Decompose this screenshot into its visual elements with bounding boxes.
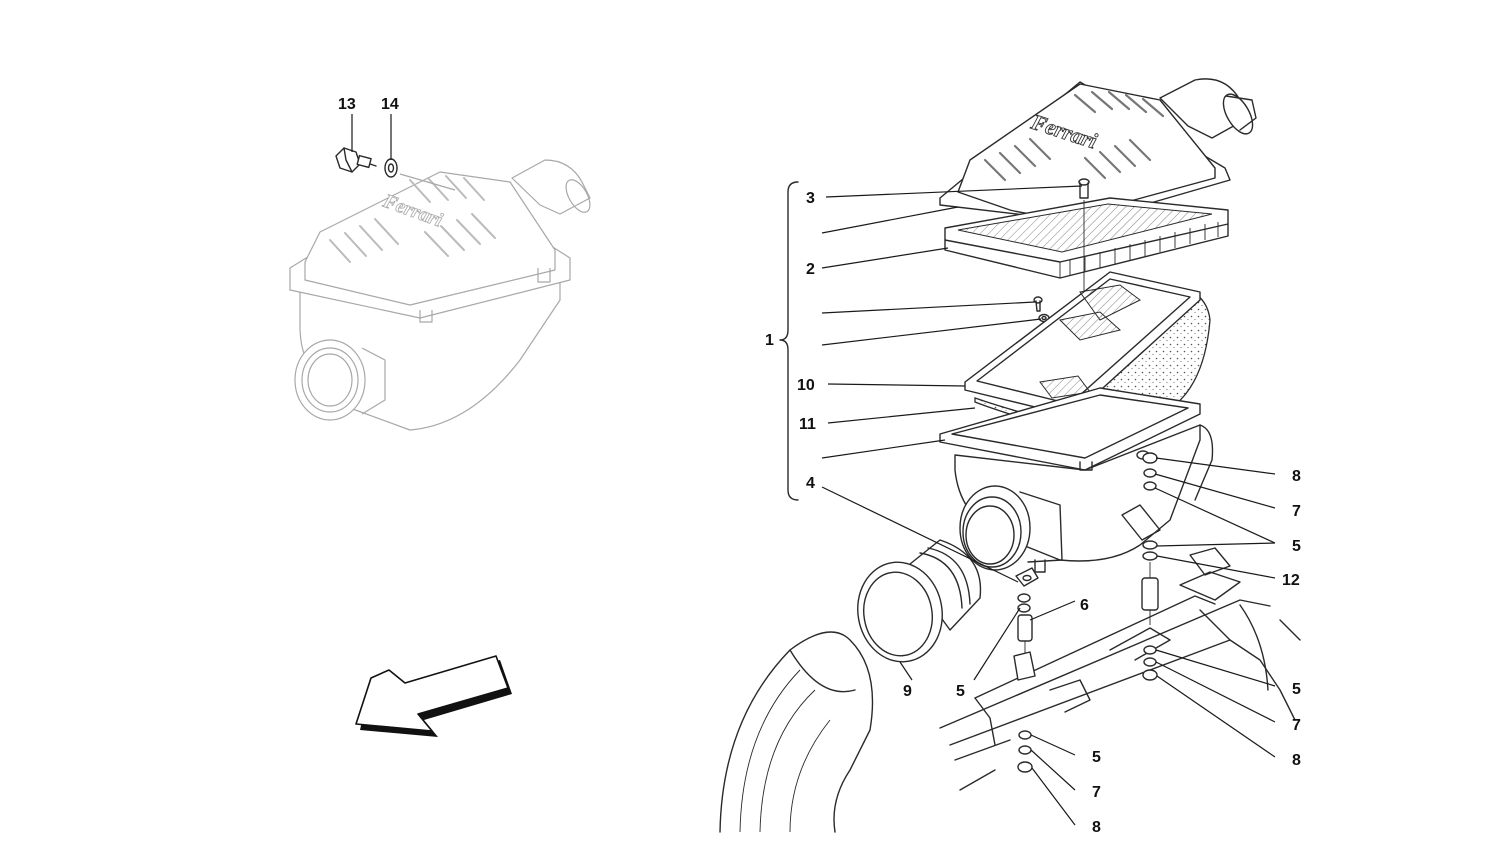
callout-4: 4 bbox=[806, 475, 815, 492]
filter-element bbox=[944, 197, 1229, 279]
callout-6: 6 bbox=[1080, 597, 1089, 614]
intake-sleeve bbox=[857, 539, 982, 663]
mounting-bracket bbox=[1015, 567, 1039, 587]
callout-9: 9 bbox=[903, 683, 912, 700]
sealing-washer bbox=[384, 158, 398, 178]
lower-housing bbox=[939, 387, 1214, 573]
cover-grille-ribs bbox=[983, 90, 1165, 182]
temperature-sensor bbox=[335, 147, 377, 173]
callout-3: 3 bbox=[806, 190, 815, 207]
callout-13: 13 bbox=[338, 96, 356, 113]
callout-10: 10 bbox=[797, 377, 815, 394]
ghost-grille-ribs bbox=[329, 175, 496, 263]
callout-8-bottom: 8 bbox=[1092, 819, 1101, 836]
callout-11: 11 bbox=[799, 416, 816, 433]
callout-7-top: 7 bbox=[1292, 503, 1301, 520]
callout-12: 12 bbox=[1282, 572, 1300, 589]
callout-8-right: 8 bbox=[1292, 752, 1301, 769]
vehicle-frame bbox=[939, 547, 1301, 791]
group-bracket bbox=[779, 181, 799, 501]
callout-7-right: 7 bbox=[1292, 717, 1301, 734]
intake-duct bbox=[719, 631, 874, 833]
callout-numbers: 13 14 3 2 1 10 11 4 8 7 5 12 6 9 5 5 7 8… bbox=[338, 96, 1301, 836]
callout-2: 2 bbox=[806, 261, 815, 278]
right-mount-stack bbox=[1141, 452, 1159, 681]
filter-cover: Ferrari bbox=[939, 78, 1257, 223]
callout-5-bottom: 5 bbox=[1092, 749, 1101, 766]
filter-pleats bbox=[1069, 222, 1219, 276]
assembled-airbox-view: Ferrari bbox=[289, 159, 591, 431]
cover-screw bbox=[1078, 178, 1090, 199]
callout-7-bottom: 7 bbox=[1092, 784, 1101, 801]
callout-5-left: 5 bbox=[956, 683, 965, 700]
filter-frame bbox=[964, 271, 1201, 417]
callout-5-top: 5 bbox=[1292, 538, 1301, 555]
direction-arrow bbox=[355, 655, 512, 737]
frame-screw bbox=[1033, 296, 1043, 312]
callout-1: 1 bbox=[765, 332, 774, 349]
callout-leaders bbox=[351, 114, 1276, 826]
callout-5-right: 5 bbox=[1292, 681, 1301, 698]
left-mount-stack bbox=[1013, 593, 1036, 773]
exploded-airbox-view: Ferrari bbox=[719, 78, 1301, 833]
callout-14: 14 bbox=[381, 96, 399, 113]
callout-8-top: 8 bbox=[1292, 468, 1301, 485]
